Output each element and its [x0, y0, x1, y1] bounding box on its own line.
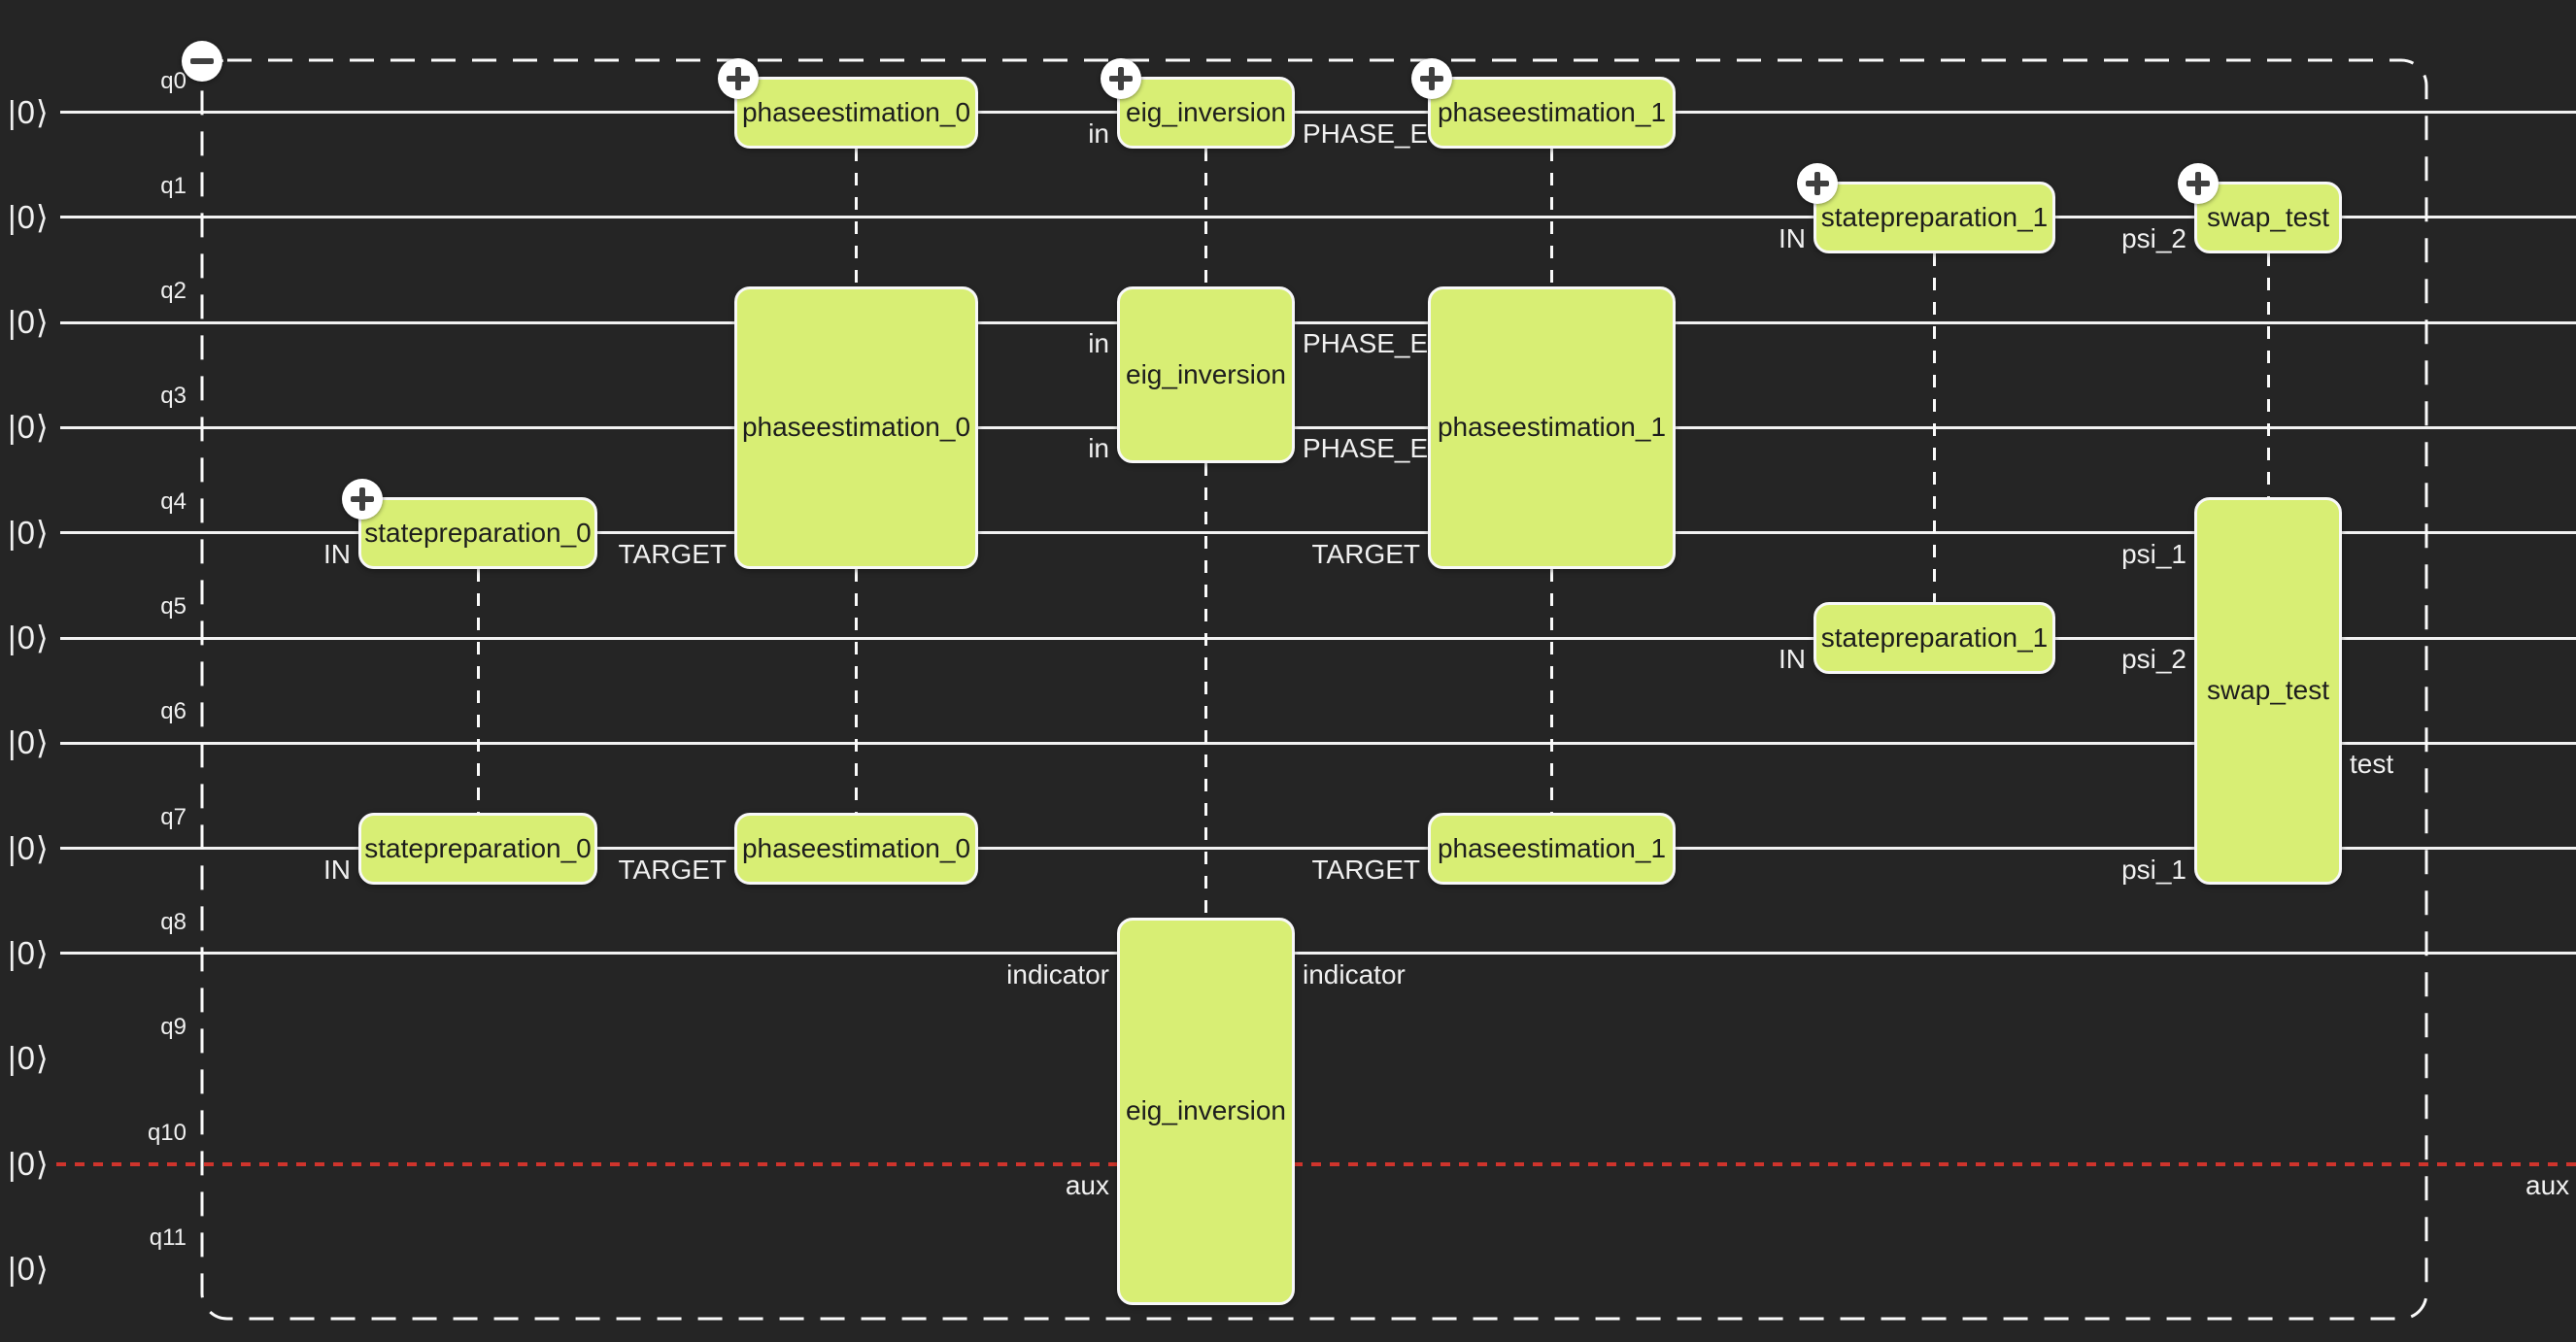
port-label: in: [1088, 328, 1109, 359]
gate-phaseestimation_1[interactable]: phaseestimation_1: [1428, 812, 1676, 885]
gate-connector-dashed: [1204, 148, 1207, 287]
qubit-register-label: q5: [160, 593, 186, 620]
expand-plus-icon[interactable]: [1101, 57, 1141, 99]
port-label: psi_2: [2121, 222, 2186, 253]
ket-zero-label: |0⟩: [8, 934, 50, 971]
gate-statepreparation_1[interactable]: statepreparation_1: [1813, 181, 2055, 253]
port-label: TARGET: [618, 538, 727, 569]
ket-zero-label: |0⟩: [8, 93, 50, 130]
ket-zero-label: |0⟩: [8, 724, 50, 761]
gate-statepreparation_0[interactable]: statepreparation_0: [358, 812, 597, 885]
ket-zero-label: |0⟩: [8, 1040, 50, 1077]
gate-connector-dashed: [1204, 463, 1207, 918]
qubit-register-label: q7: [160, 803, 186, 830]
gate-connector-dashed: [476, 568, 480, 813]
port-label: TARGET: [1311, 538, 1420, 569]
gate-connector-dashed: [2266, 252, 2270, 497]
port-label: test: [2350, 749, 2394, 780]
expand-plus-icon[interactable]: [1797, 162, 1838, 204]
port-label: IN: [1779, 222, 1806, 253]
qubit-register-label: q4: [160, 487, 186, 515]
qubit-register-label: q2: [160, 278, 186, 305]
qubit-wire: [60, 111, 2576, 114]
gate-phaseestimation_0[interactable]: phaseestimation_0: [734, 286, 978, 569]
port-label: indicator: [1303, 958, 1406, 990]
port-label: psi_1: [2121, 854, 2186, 885]
gate-connector-dashed: [855, 568, 858, 813]
ket-zero-label: |0⟩: [8, 1250, 50, 1287]
gate-connector-dashed: [1933, 252, 1936, 602]
gate-connector-dashed: [1550, 568, 1553, 813]
qubit-wire: [60, 952, 2576, 956]
qubit-register-label: q8: [160, 908, 186, 935]
port-label: IN: [323, 854, 351, 885]
qubit-register-label: q9: [160, 1014, 186, 1041]
qubit-register-label: q1: [160, 172, 186, 199]
port-label: IN: [323, 538, 351, 569]
port-label: IN: [1779, 644, 1806, 674]
qubit-register-label: q3: [160, 383, 186, 410]
expand-plus-icon[interactable]: [718, 57, 759, 99]
ket-zero-label: |0⟩: [8, 409, 50, 446]
ket-zero-label: |0⟩: [8, 198, 50, 235]
port-label: psi_1: [2121, 538, 2186, 569]
port-label: TARGET: [1311, 854, 1420, 885]
qubit-register-label: q11: [149, 1224, 186, 1251]
port-label: aux: [2525, 1169, 2570, 1200]
port-label: in: [1088, 433, 1109, 464]
ket-zero-label: |0⟩: [8, 514, 50, 551]
port-label: psi_2: [2121, 644, 2186, 674]
qubit-wire: [60, 320, 2576, 324]
port-label: indicator: [1006, 958, 1109, 990]
gate-eig_inversion[interactable]: eig_inversion: [1117, 917, 1295, 1305]
expand-plus-icon[interactable]: [1411, 57, 1452, 99]
aux-qubit-wire: [56, 1161, 2576, 1166]
gate-connector-dashed: [855, 148, 858, 287]
gate-statepreparation_0[interactable]: statepreparation_0: [358, 496, 597, 569]
port-label: aux: [1065, 1169, 1109, 1200]
port-label: in: [1088, 117, 1109, 149]
gate-eig_inversion[interactable]: eig_inversion: [1117, 76, 1295, 149]
ket-zero-label: |0⟩: [8, 620, 50, 655]
expand-plus-icon[interactable]: [342, 478, 383, 520]
port-label: TARGET: [618, 854, 727, 885]
gate-swap_test[interactable]: swap_test: [2194, 496, 2342, 885]
ket-zero-label: |0⟩: [8, 829, 50, 866]
qubit-register-label: q0: [160, 67, 186, 94]
gate-connector-dashed: [1550, 148, 1553, 287]
gate-eig_inversion[interactable]: eig_inversion: [1117, 286, 1295, 464]
qubit-register-label: q6: [160, 698, 186, 725]
ket-zero-label: |0⟩: [8, 1145, 50, 1182]
expand-plus-icon[interactable]: [2178, 162, 2219, 204]
qubit-wire: [60, 425, 2576, 429]
gate-phaseestimation_0[interactable]: phaseestimation_0: [734, 812, 978, 885]
qubit-register-label: q10: [147, 1119, 186, 1146]
gate-phaseestimation_0[interactable]: phaseestimation_0: [734, 76, 978, 149]
gate-phaseestimation_1[interactable]: phaseestimation_1: [1428, 76, 1676, 149]
ket-zero-label: |0⟩: [8, 304, 50, 341]
gate-statepreparation_1[interactable]: statepreparation_1: [1813, 602, 2055, 674]
gate-phaseestimation_1[interactable]: phaseestimation_1: [1428, 286, 1676, 569]
collapse-minus-icon[interactable]: [182, 41, 222, 82]
